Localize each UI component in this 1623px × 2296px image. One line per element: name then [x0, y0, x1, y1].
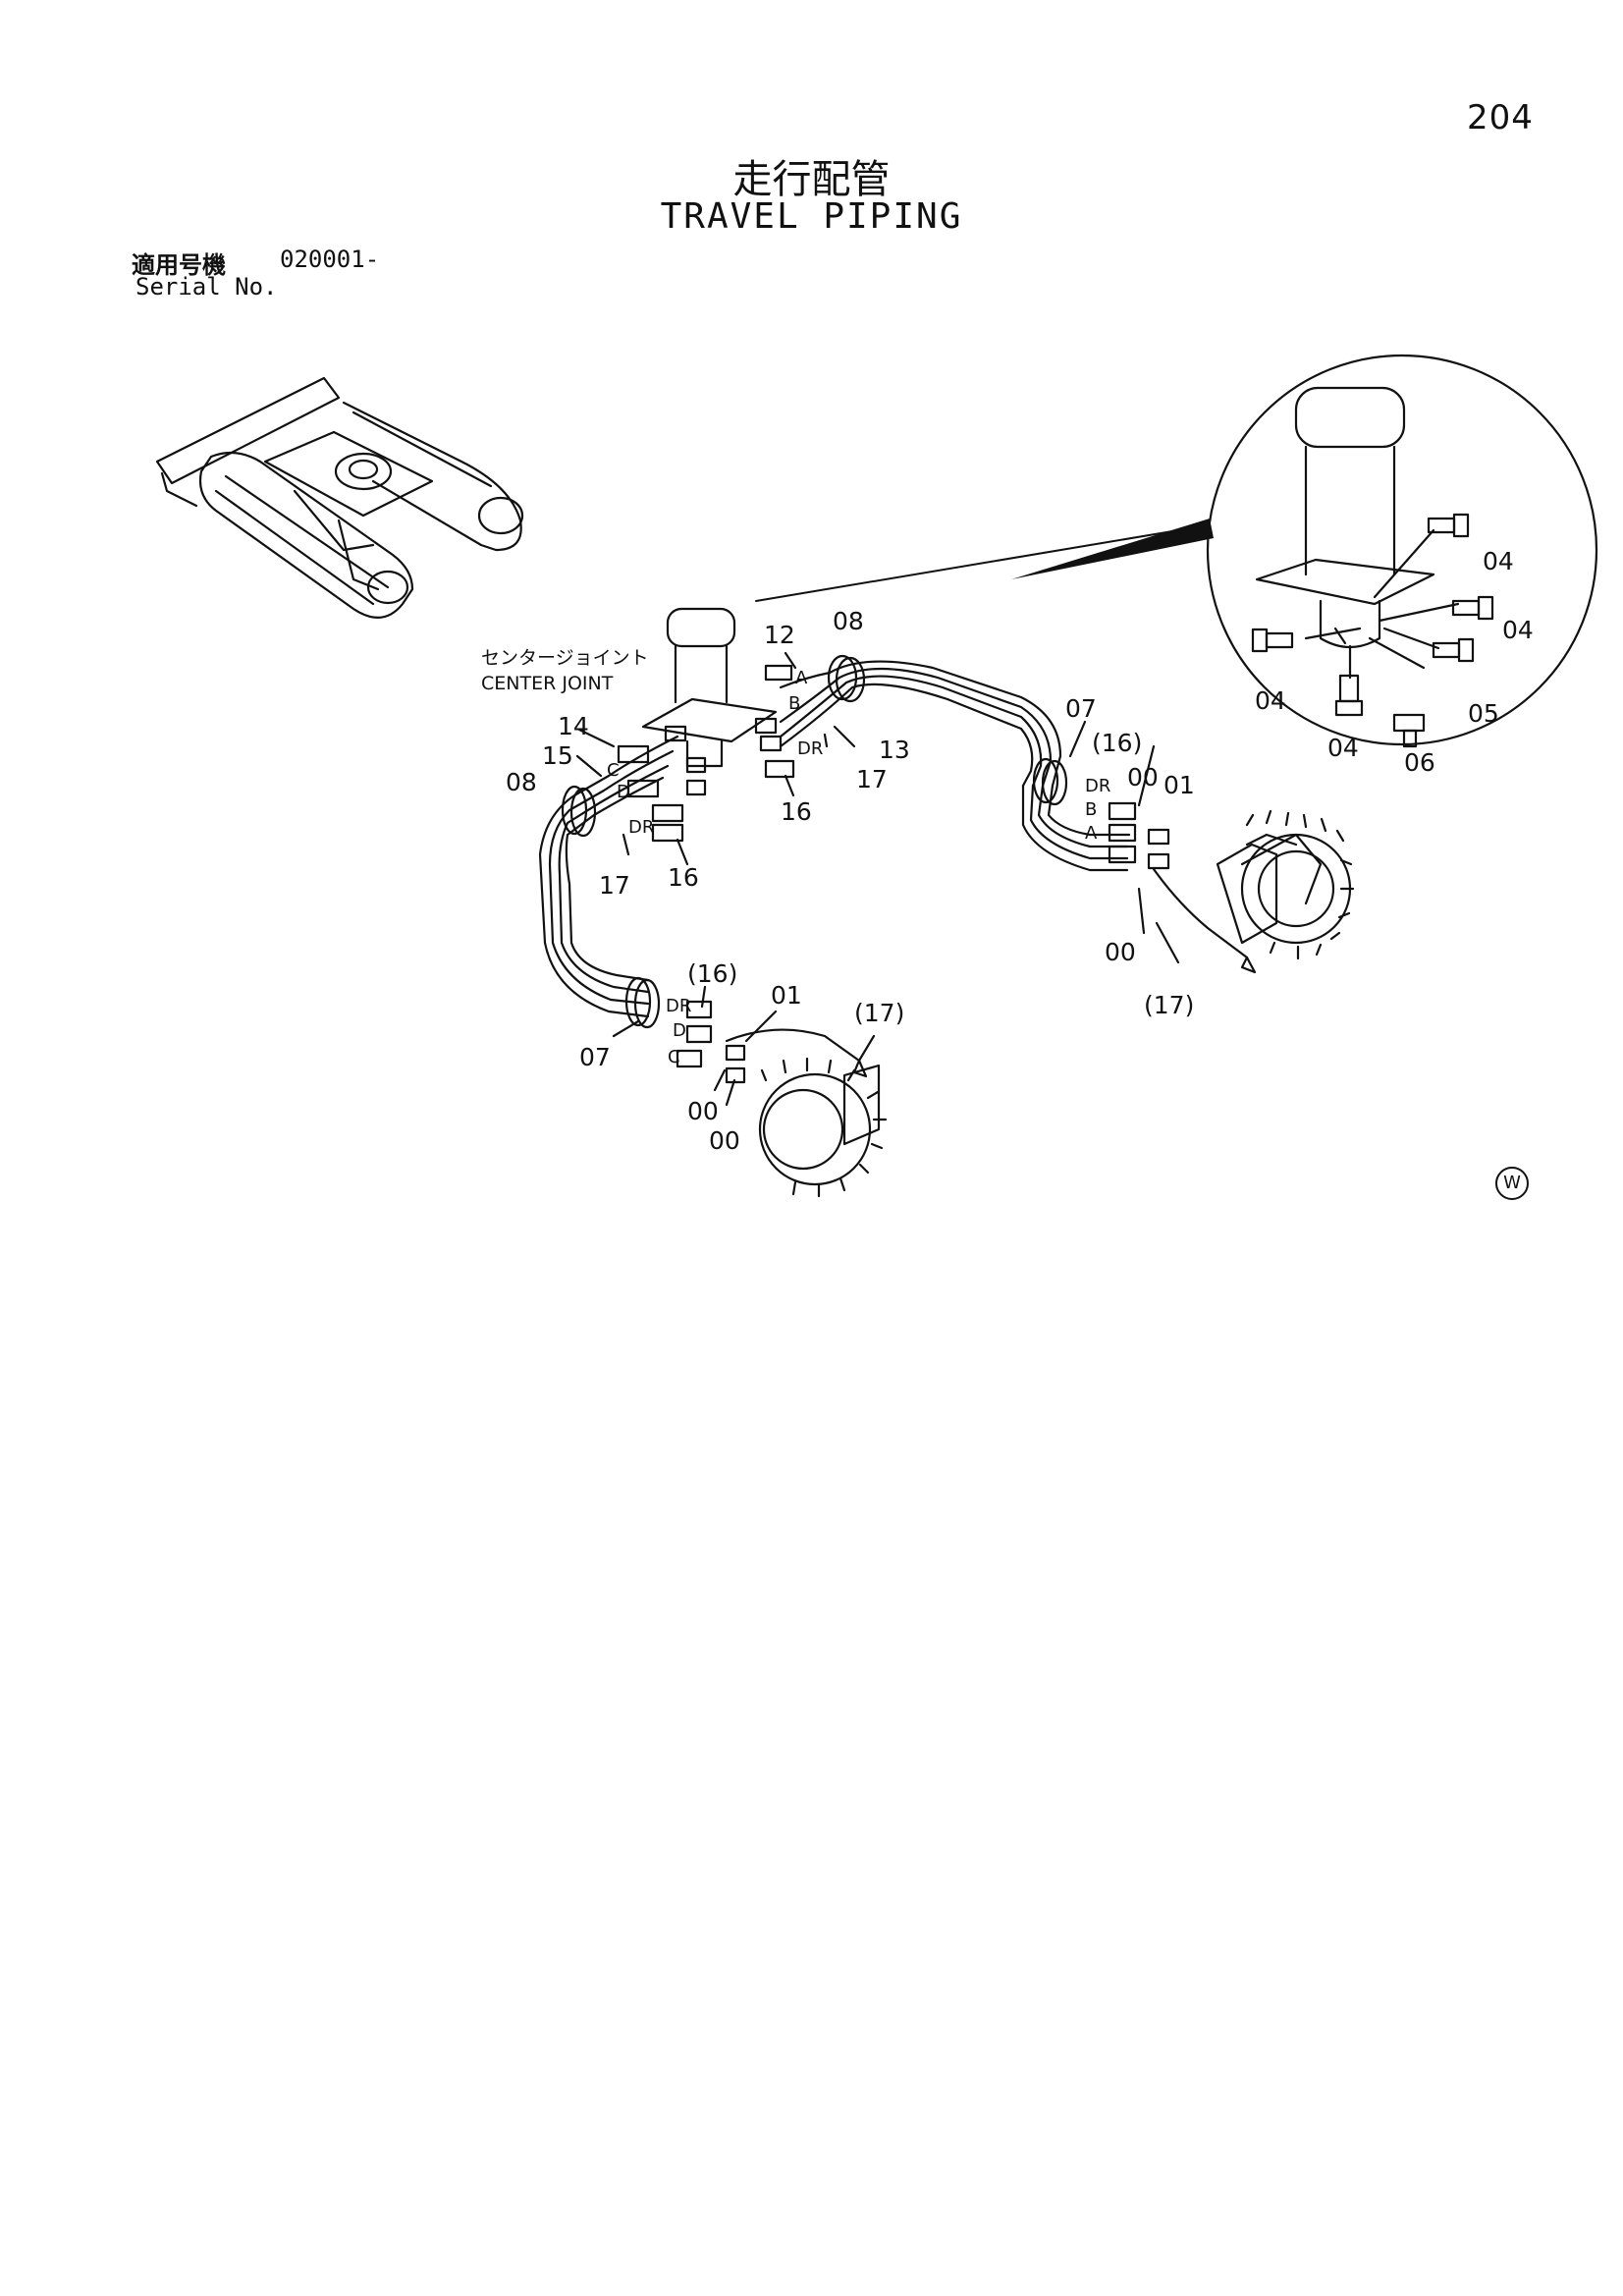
- serial-code: 020001-: [280, 246, 380, 273]
- callout-05: 05: [1468, 699, 1499, 728]
- callout-00-left-b: 00: [709, 1126, 740, 1155]
- callout-16p-left: (16): [687, 959, 737, 988]
- callout-07-right: 07: [1065, 694, 1097, 723]
- page-number: 204: [1467, 98, 1534, 137]
- center-joint-label-en: CENTER JOINT: [481, 673, 614, 694]
- elbow-fitting-04d: [1334, 674, 1364, 717]
- callout-00-right-top: 00: [1127, 763, 1159, 792]
- callout-07-left: 07: [579, 1043, 611, 1071]
- callout-04-a: 04: [1483, 547, 1514, 575]
- callout-16p-right: (16): [1092, 729, 1142, 757]
- port-mark-b-top: B: [788, 693, 800, 714]
- port-mark-c-left: C: [607, 760, 620, 781]
- port-mark-dr-left: DR: [628, 817, 654, 838]
- callout-04-b: 04: [1502, 616, 1534, 644]
- tee-fitting-05: [1432, 637, 1475, 663]
- elbow-fitting-04b: [1451, 595, 1494, 621]
- port-mark-a-right: A: [1085, 823, 1098, 844]
- callout-17-left: 17: [599, 871, 630, 900]
- port-mark-dr-right: DR: [1085, 776, 1110, 796]
- port-mark-a-top: A: [795, 668, 808, 688]
- left-travel-motor: [758, 1057, 888, 1198]
- tee-fitting-06: [1392, 713, 1426, 748]
- port-mark-d-bottom-left: D: [673, 1020, 686, 1041]
- callout-01-right: 01: [1163, 771, 1195, 799]
- callout-08-left: 08: [506, 768, 537, 796]
- port-mark-dr-top: DR: [797, 738, 823, 759]
- hose-bundle-left: [538, 735, 868, 1084]
- callout-04-c: 04: [1255, 686, 1286, 715]
- callout-00-right-bot: 00: [1105, 938, 1136, 966]
- callout-14: 14: [558, 712, 589, 740]
- hose-bundle-right: [779, 654, 1257, 974]
- callout-00-left-a: 00: [687, 1097, 719, 1125]
- callout-06: 06: [1404, 748, 1435, 777]
- callout-08-top: 08: [833, 607, 864, 635]
- elbow-fitting-04a: [1427, 513, 1470, 538]
- callout-12: 12: [764, 621, 795, 649]
- port-mark-c-bottom-left: C: [668, 1047, 680, 1067]
- center-joint-detail-circle: [1206, 354, 1598, 748]
- right-travel-motor: [1216, 809, 1355, 960]
- callout-17p-left: (17): [854, 999, 904, 1027]
- serial-label-english: Serial No.: [135, 273, 278, 301]
- elbow-fitting-04c: [1251, 628, 1294, 653]
- callout-17-mid: 17: [856, 765, 888, 793]
- callout-04-d: 04: [1327, 734, 1359, 762]
- callout-16-left: 16: [668, 863, 699, 892]
- callout-15: 15: [542, 741, 573, 770]
- port-mark-b-right: B: [1085, 799, 1097, 820]
- excavator-overview-illustration: [155, 376, 524, 619]
- callout-16-mid: 16: [781, 797, 812, 826]
- callout-01-left: 01: [771, 981, 802, 1010]
- callout-17p-right: (17): [1144, 991, 1194, 1019]
- page-title-japanese: 走行配管: [732, 157, 891, 202]
- watermark-w-symbol: W: [1495, 1167, 1529, 1200]
- serial-label-japanese: 適用号機: [132, 251, 226, 279]
- port-mark-dr-bottom-left: DR: [666, 996, 691, 1016]
- center-joint-label-jp: センタージョイント: [481, 647, 649, 669]
- port-mark-d-left: D: [617, 782, 630, 802]
- center-joint-illustration: [641, 607, 793, 796]
- page-title-english: TRAVEL PIPING: [660, 196, 963, 237]
- callout-13: 13: [879, 736, 910, 764]
